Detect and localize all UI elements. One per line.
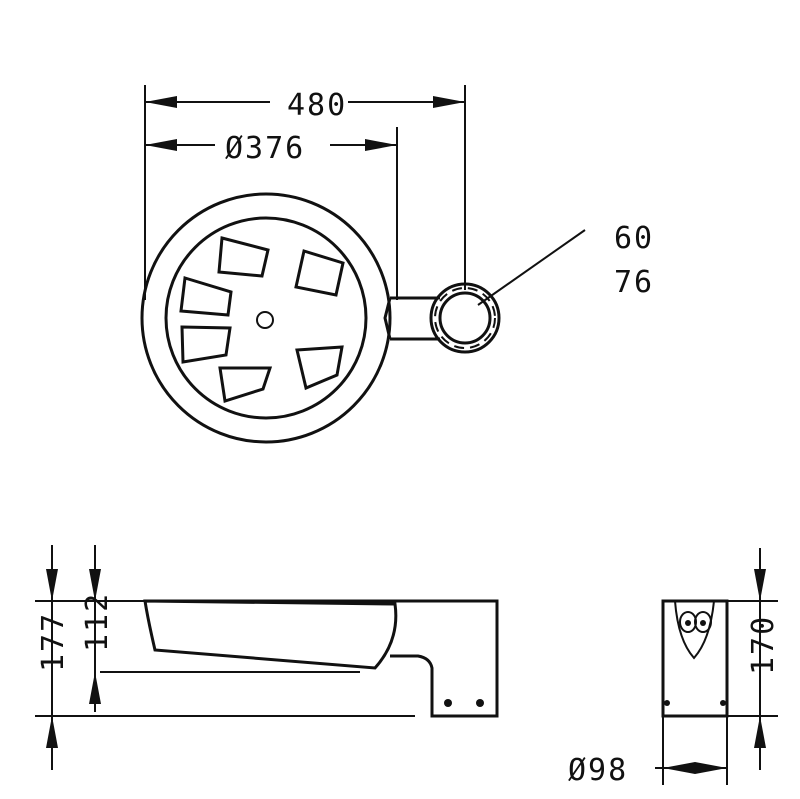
slot-left-lower <box>180 325 232 364</box>
end-body <box>661 599 729 718</box>
arrow-112-bottom <box>89 672 101 704</box>
height-side-label: 170 <box>746 615 781 675</box>
slot-bottom-left <box>218 366 273 403</box>
slot-bottom-right <box>295 345 344 391</box>
arrow-376-left <box>145 139 177 151</box>
arrow-376-right <box>365 139 397 151</box>
end-bolt-2 <box>720 700 726 706</box>
arrow-98-right <box>695 762 727 774</box>
body-bolt-2 <box>476 699 484 707</box>
arrow-112-top <box>89 569 101 601</box>
bowl-profile <box>143 599 398 670</box>
nozzle-dot-left <box>685 620 691 626</box>
arrow-177-bottom <box>46 716 58 748</box>
drain-hole <box>256 311 274 329</box>
slot-top-right <box>294 249 345 297</box>
bowl-outer-rim <box>140 192 392 444</box>
arrow-177-top <box>46 569 58 601</box>
bowl-inner-rim <box>164 216 368 420</box>
nozzle-right <box>694 611 712 633</box>
body-outline <box>145 599 499 718</box>
pipe-hex-ring <box>434 287 496 349</box>
height-total-label: 177 <box>36 612 71 672</box>
end-view: 170 Ø98 <box>568 548 781 788</box>
top-view: 60 76 480 Ø376 <box>140 85 654 444</box>
bowl-diameter-label: Ø376 <box>225 131 305 166</box>
arrow-480-right <box>433 96 465 108</box>
pipe-leader-line <box>477 229 586 306</box>
base-diameter-label: Ø98 <box>568 753 628 788</box>
slot-top-left <box>217 236 270 278</box>
connecting-arm <box>383 296 440 341</box>
arrow-170-bottom <box>754 716 766 748</box>
nozzle-dot-right <box>700 620 706 626</box>
arrow-170-top <box>754 569 766 601</box>
body-bolt-1 <box>444 699 452 707</box>
pipe-inner <box>438 291 492 345</box>
pipe-inner-label: 60 <box>614 221 654 256</box>
front-view: 177 112 <box>35 545 499 770</box>
end-bolt-1 <box>664 700 670 706</box>
arrow-98-left <box>663 762 695 774</box>
overall-width-label: 480 <box>287 88 347 123</box>
arrow-480-left <box>145 96 177 108</box>
height-bowl-label: 112 <box>80 592 115 652</box>
pipe-outer-label: 76 <box>614 265 654 300</box>
slot-left-upper <box>179 276 233 317</box>
